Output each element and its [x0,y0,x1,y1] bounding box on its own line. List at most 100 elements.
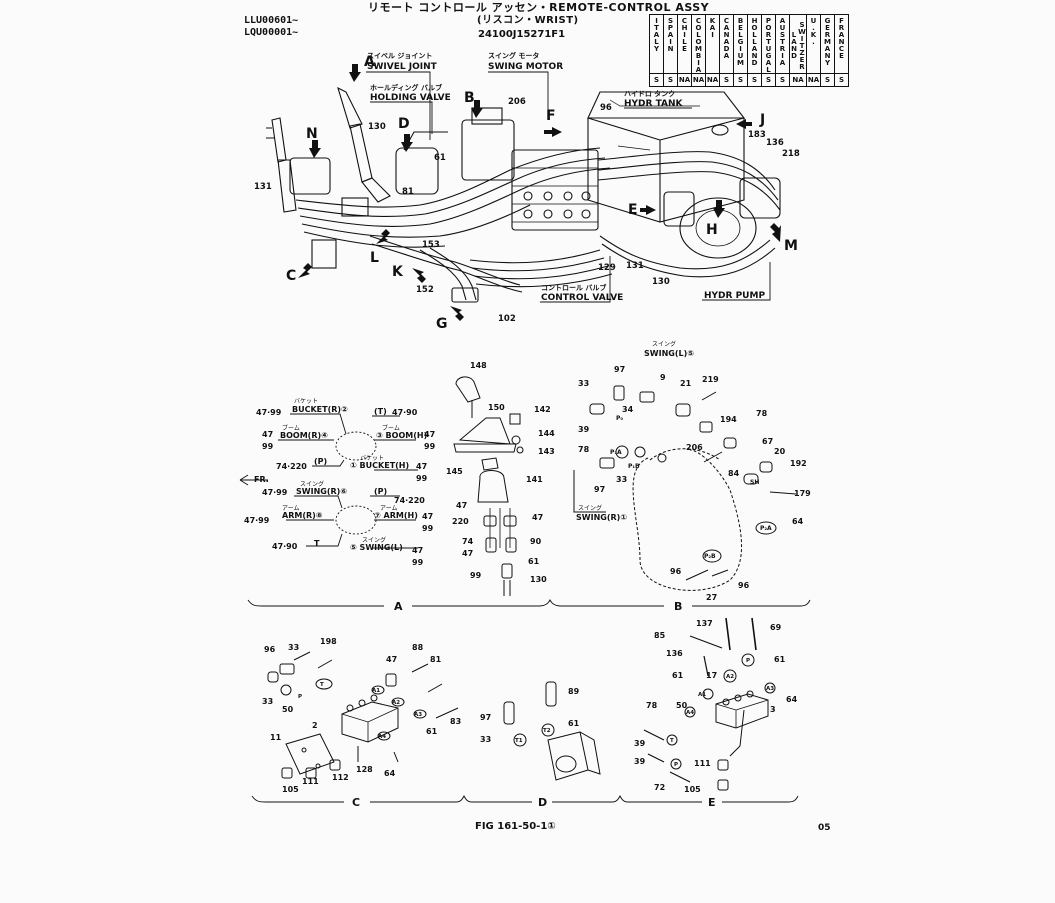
sa-port-label: ARM(R)⑧ [282,511,323,520]
sa-left-num: 47·99 [256,408,282,417]
part-num: 64 [792,517,804,526]
part-num: 61 [528,557,540,566]
part-num: 130 [530,575,547,584]
page-number: 05 [818,823,831,833]
part-num: 137 [696,619,713,628]
part-num: 96 [738,581,750,590]
view-arrows [298,64,781,321]
part-num: 89 [568,687,580,696]
control-valve-jp-label: コントロール バルブ [541,283,606,292]
sb-port-label: P₁B [628,463,640,470]
sa-right-num: 47·90 [392,408,418,417]
part-num: 3 [770,705,776,714]
part-num: 27 [706,593,717,602]
section-letter-a: A [394,600,403,613]
part-num: 130 [368,122,386,132]
sa-left-num: 47 [262,430,273,439]
part-num: 111 [694,759,711,768]
section-letter-c: C [352,796,360,809]
view-letter-h: H [706,222,718,238]
part-num: 128 [356,765,373,774]
serial-range-1: LLU00601~ [244,15,299,26]
sb-port-label: SH [750,479,759,486]
sa-port-label: (P) [314,457,327,466]
part-num: 33 [480,735,491,744]
sa-left-num: 74·220 [276,462,307,471]
sb-jp-label: スイング [578,504,602,512]
part-num: 83 [450,717,461,726]
part-num: 112 [332,773,349,782]
sa-jp-label: ブーム [282,424,300,432]
part-num: 61 [434,153,446,163]
sa-right-num: 99 [416,474,428,483]
country-code: S [834,73,849,87]
part-num: 33 [616,475,627,484]
part-num: 194 [720,415,737,424]
part-num: 136 [666,649,683,658]
part-num: 9 [660,373,666,382]
sa-port-label: (P) [374,487,387,496]
section-letter-d: D [538,796,547,809]
part-num: 105 [684,785,701,794]
country-name: SPAIN [666,17,675,52]
country-name: BELGIUM [736,17,745,66]
country-name: HOLLAND [750,17,759,66]
view-letter-m: M [784,238,798,254]
se-port: A2 [726,674,734,680]
country-name: AUSTRIA [778,17,787,66]
part-num: 84 [728,469,740,478]
sa-right-num: 99 [424,442,436,451]
se-port: T [670,738,674,744]
part-num: 136 [766,138,784,148]
part-num: 47 [456,501,467,510]
section-a-lever [453,376,524,596]
country-name: ITALY [652,17,661,52]
view-letter-k: K [392,264,404,280]
se-port: A1 [698,692,706,698]
country-code: S [761,73,776,87]
part-num: 129 [598,263,616,273]
swing-motor-jp-label: スイング モータ [488,51,539,60]
part-num: 78 [578,445,590,454]
country-name: CHILE [680,17,689,52]
swivel-joint-jp-label: スイベル ジョイント [367,52,432,60]
upper-assembly-drawing [266,86,781,303]
part-num: 145 [446,467,463,476]
figure-number: FIG 161-50-1① [475,821,556,832]
part-num: 17 [706,671,717,680]
part-num: 74 [462,537,474,546]
part-num: 61 [426,727,438,736]
part-num: 198 [320,637,337,646]
sd-port: T2 [543,728,551,734]
part-num: 39 [634,757,646,766]
sd-port: T1 [515,738,523,744]
section-dividers [247,598,811,803]
part-num: 67 [762,437,773,446]
section-letter-e: E [708,796,716,809]
part-num: 131 [626,261,644,271]
sa-right-num: 99 [422,524,434,533]
sa-port-label: ⑦ ARM(H) [374,511,418,520]
sa-jp-label: スイング [300,480,324,488]
sc-port: T [320,682,324,688]
part-num: 97 [614,365,625,374]
assy-part-number: 24100J15271F1 [478,29,566,40]
country-code: S [719,73,734,87]
part-num: 96 [600,103,612,113]
sc-port: A3 [414,712,422,718]
sb-port-label: P₂B [704,553,716,560]
sa-jp-label: アーム [380,505,397,512]
part-num: 11 [270,733,282,742]
section-e-block [643,617,776,791]
country-name: CANADA [722,17,731,59]
sa-port-label: ⑤ SWING(L) [350,543,403,552]
part-num: 143 [538,447,555,456]
part-num: 220 [452,517,469,526]
hydr-tank-label: HYDR TANK [624,99,684,109]
part-num: 81 [402,187,414,197]
view-letter-f: F [546,108,556,124]
sa-right-num: 47 [412,546,423,555]
se-port: P [674,762,678,768]
section-d-unit [503,681,601,781]
